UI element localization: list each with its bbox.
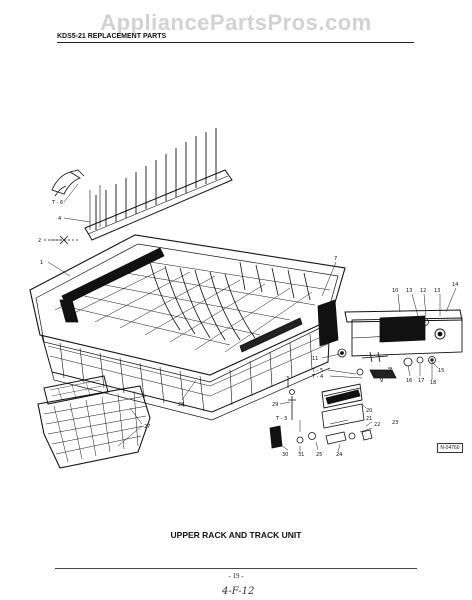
callout-2: 2	[38, 238, 41, 244]
page-header: KDS5-21 REPLACEMENT PARTS	[57, 33, 167, 40]
track-rail	[344, 309, 463, 357]
callout-7: 7	[334, 256, 337, 262]
callout-1: 1	[40, 260, 43, 266]
callout-25: 25	[316, 452, 322, 458]
callout-9: 9	[380, 378, 383, 384]
callout-17: 17	[418, 378, 424, 384]
handwritten-note: 4-F-12	[222, 586, 255, 597]
callout-13b: 13	[434, 288, 440, 294]
callout-t3: T - 3	[275, 416, 287, 422]
leader-lines	[47, 183, 457, 453]
footer-rule	[55, 568, 417, 569]
diagram-caption: UPPER RACK AND TRACK UNIT	[170, 530, 302, 540]
front-rail	[239, 317, 303, 353]
callout-27: 27	[144, 424, 150, 430]
callout-t6: T - 6	[51, 200, 63, 206]
track-small-parts	[337, 317, 436, 369]
tine-rack	[84, 128, 233, 241]
callout-23: 23	[392, 420, 398, 426]
callout-13: 13	[406, 288, 412, 294]
callout-labels: T - 6 4 2 1 7 10 13 12 13 14 11 T - 5 T …	[38, 200, 458, 458]
callout-16: 16	[406, 378, 412, 384]
reference-code-box: N-04760	[437, 443, 463, 453]
page-number: - 19 -	[228, 572, 244, 580]
callout-t4: T - 4	[311, 374, 323, 380]
clip-part	[51, 169, 85, 197]
callout-14: 14	[452, 282, 458, 288]
callout-15: 15	[438, 368, 444, 374]
callout-t5: T - 5	[311, 368, 323, 374]
cutlery-basket	[37, 375, 151, 469]
callout-30: 30	[282, 452, 288, 458]
header-rule	[57, 42, 414, 43]
lower-track-parts	[269, 368, 397, 449]
callout-21: 21	[366, 416, 372, 422]
callout-4: 4	[58, 216, 61, 222]
callout-20: 20	[366, 408, 372, 414]
callout-29: 29	[272, 402, 278, 408]
callout-10: 10	[392, 288, 398, 294]
callout-3: 3	[286, 376, 289, 382]
watermark-text: AppliancePartsPros.com	[100, 10, 372, 35]
callout-12: 12	[420, 288, 426, 294]
callout-18: 18	[430, 380, 436, 386]
callout-31: 31	[298, 452, 304, 458]
callout-24: 24	[336, 452, 342, 458]
callout-11: 11	[312, 356, 318, 362]
callout-22: 22	[374, 422, 380, 428]
callout-28: 28	[178, 402, 184, 408]
